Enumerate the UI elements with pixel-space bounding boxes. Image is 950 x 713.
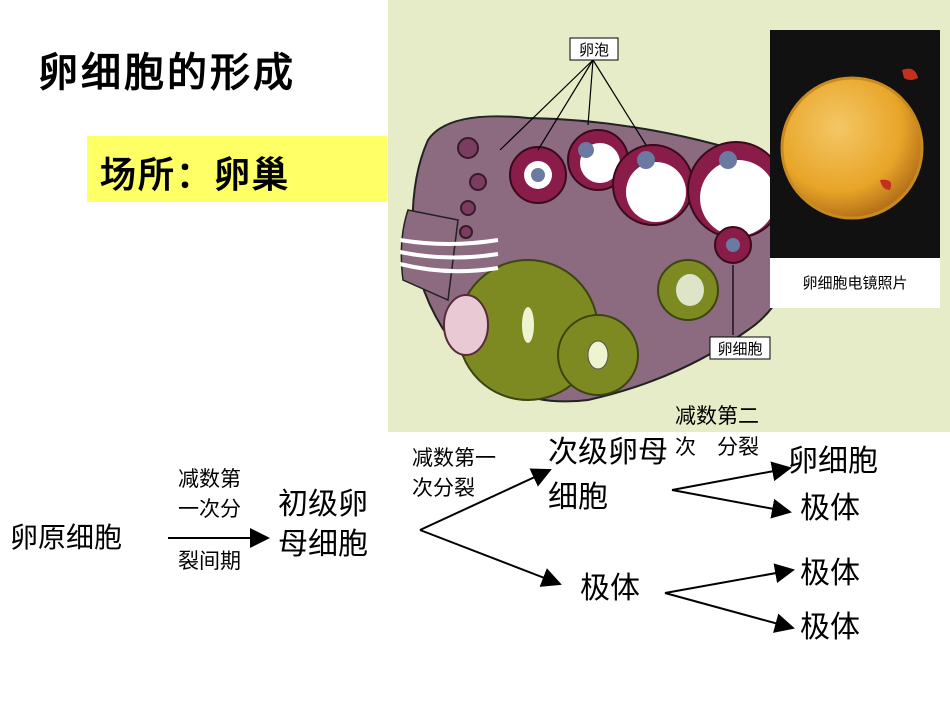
leader-line	[587, 59, 594, 126]
leader-line	[537, 59, 594, 151]
fourth-polar-body: 极体	[800, 610, 860, 645]
label-follicle: 卵泡	[579, 41, 609, 59]
label-ovum-box	[709, 336, 771, 360]
oocyte	[719, 151, 737, 169]
arrow-secondary-polar	[671, 489, 792, 519]
leader-line	[592, 59, 647, 146]
small-follicle	[457, 137, 479, 159]
oogonium-label: 卵原细胞	[10, 521, 123, 554]
secondary-oocyte-line1: 次级卵母	[548, 435, 668, 470]
corpus-albicans	[443, 294, 489, 356]
label-follicle-box	[569, 37, 619, 61]
first-polar-body: 极体	[580, 571, 640, 606]
small-follicle	[459, 225, 473, 239]
second-polar-body: 极体	[800, 491, 860, 526]
arrow-polar-polar-b	[664, 592, 795, 633]
em-caption: 卵细胞电镜照片	[802, 274, 907, 292]
blood-vessels	[399, 250, 499, 260]
step1-label-below: 裂间期	[178, 549, 241, 573]
polar-body-photo	[880, 179, 892, 190]
step1-label-line1: 减数第	[178, 467, 241, 491]
em-photo-panel: 卵细胞电镜照片	[770, 30, 940, 308]
arrow-secondary-egg	[671, 461, 792, 491]
secondary-oocyte-line2: 细胞	[548, 480, 608, 515]
step3-label-line1: 减数第二	[675, 404, 759, 428]
follicle-antrum	[700, 160, 776, 236]
place-highlight	[87, 136, 387, 202]
corpus-luteum-core	[522, 307, 534, 343]
em-photo: 卵细胞电镜照片	[770, 30, 940, 292]
primary-oocyte-line2: 母细胞	[278, 527, 368, 562]
step1-label-line2: 一次分	[178, 497, 241, 521]
small-follicle	[469, 173, 487, 191]
blood-vessels	[399, 238, 499, 246]
blood-vessels	[399, 262, 499, 274]
page-title: 卵细胞的形成	[38, 49, 296, 96]
arrow-primary-secondary	[419, 468, 552, 531]
primary-oocyte-line1: 初级卵	[278, 487, 368, 522]
corpus-luteum-core	[587, 340, 609, 370]
oocyte	[637, 151, 655, 169]
polar-body-photo	[902, 68, 918, 80]
place-label: 场所：卵巢	[100, 154, 291, 196]
oocyte	[578, 142, 594, 158]
step3-label-line2: 次 分裂	[675, 435, 759, 459]
small-follicle	[460, 200, 476, 216]
oocyte	[531, 168, 545, 182]
released-ovum-nucleus	[726, 238, 740, 252]
leader-line	[499, 59, 594, 151]
step2-label-line2: 次分裂	[412, 476, 475, 500]
arrow-primary-polar	[419, 529, 562, 587]
egg-cell-label: 卵细胞	[788, 444, 878, 479]
arrow-polar-polar-a	[664, 563, 795, 594]
step2-label-line1: 减数第一	[412, 446, 496, 470]
third-polar-body: 极体	[800, 556, 860, 591]
ovary-illustration: 卵泡 卵细胞	[399, 37, 801, 403]
follicle-antrum	[626, 162, 686, 222]
label-ovum: 卵细胞	[717, 340, 762, 358]
ruptured-follicle	[676, 274, 704, 306]
